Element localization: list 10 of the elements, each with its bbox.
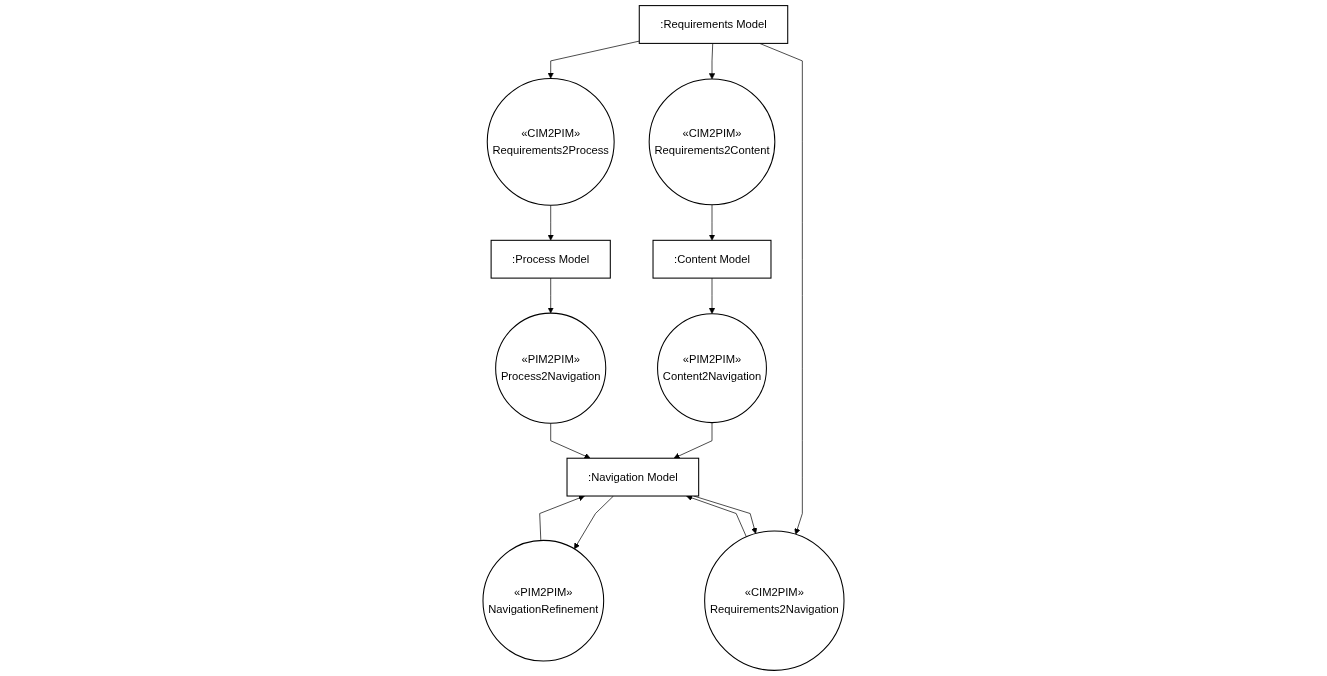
node-box: :Content Model [652, 239, 772, 279]
node-box: :Navigation Model [566, 457, 700, 497]
node-circle: «CIM2PIM» Requirements2Content [648, 78, 776, 206]
node-box: :Requirements Model [638, 5, 789, 44]
node-circle: «PIM2PIM» NavigationRefinement [482, 539, 605, 662]
node-circle: «PIM2PIM» Process2Navigation [495, 312, 607, 424]
node-circle: «CIM2PIM» Requirements2Process [486, 77, 615, 206]
node-circle: «CIM2PIM» Requirements2Navigation [704, 530, 845, 671]
node-box: :Process Model [490, 239, 611, 279]
node-circle: «PIM2PIM» Content2Navigation [657, 313, 767, 424]
